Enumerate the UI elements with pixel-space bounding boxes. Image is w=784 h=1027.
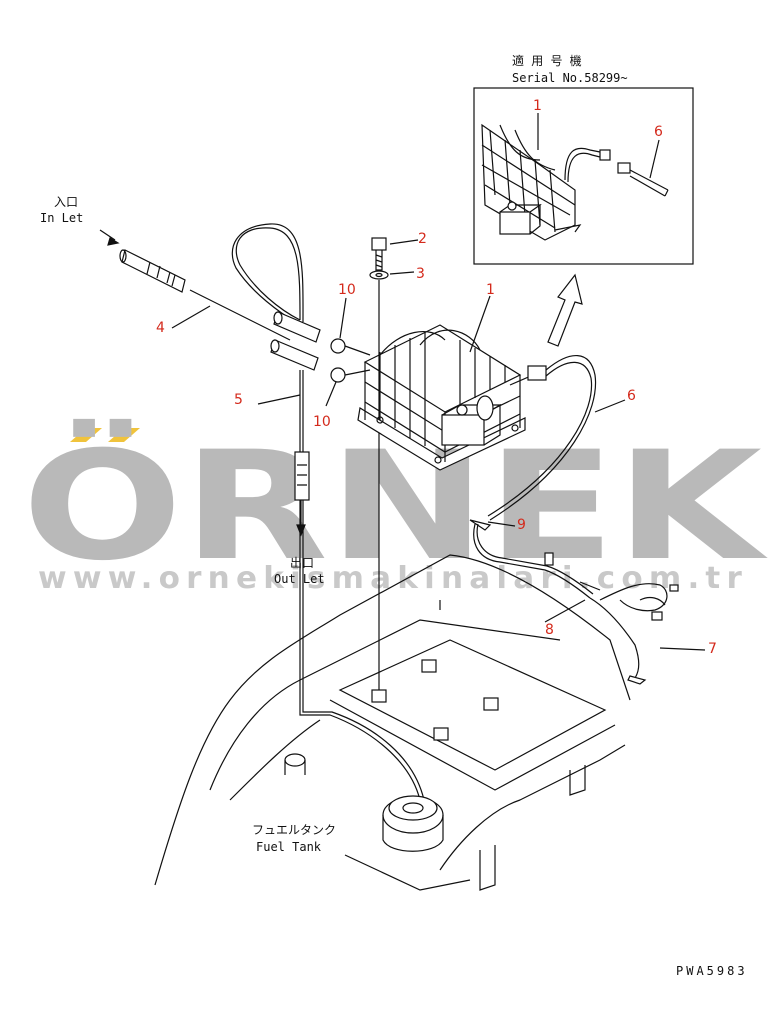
callout-5: 5 [234, 392, 243, 408]
outlet-label-jp: 出口 [290, 556, 314, 570]
drawing-code: PWA5983 [676, 964, 748, 978]
callout-9: 9 [517, 517, 526, 533]
callout-2: 2 [418, 231, 427, 247]
callout-6: 6 [627, 388, 636, 404]
callout-8: 8 [545, 622, 554, 638]
leader-lines [171, 239, 706, 651]
watermark: ÖRNEK www.ornekismakinalari.com.tr [22, 418, 768, 596]
outlet-label-en: Out Let [274, 572, 325, 586]
hose-fittings [270, 311, 371, 383]
inset-title-jp: 適 用 号 機 [512, 53, 582, 68]
callout-7: 7 [708, 641, 717, 657]
callout-3: 3 [416, 266, 425, 282]
view-arrow [547, 273, 583, 347]
outlet-hose [231, 223, 425, 801]
watermark-brand: ÖRNEK [22, 418, 768, 594]
fuel-tank [154, 554, 631, 891]
wire-harness [469, 519, 679, 685]
inset-callout-6: 6 [654, 124, 663, 140]
bolt-washer [369, 237, 389, 690]
inset-panel: 適 用 号 機 Serial No.58299~ 1 6 [473, 53, 694, 265]
inset-frame [473, 87, 694, 265]
watermark-url: www.ornekismakinalari.com.tr [38, 561, 748, 596]
watermark-accent-right [108, 428, 140, 442]
fuel-tank-label-jp: フュエルタンク [252, 823, 336, 837]
fuel-tank-label-en: Fuel Tank [256, 840, 322, 854]
heater-assembly [357, 324, 597, 521]
callout-10-bottom: 10 [313, 414, 331, 430]
callout-4: 4 [156, 320, 165, 336]
callout-10-top: 10 [338, 282, 356, 298]
callout-1: 1 [486, 282, 495, 298]
inlet-hose [99, 229, 291, 341]
inlet-label-en: In Let [40, 211, 83, 225]
inlet-label-jp: 入口 [54, 195, 78, 209]
inset-callout-1: 1 [533, 98, 542, 114]
inset-title-en: Serial No.58299~ [512, 71, 628, 85]
watermark-accent-left [70, 428, 102, 442]
